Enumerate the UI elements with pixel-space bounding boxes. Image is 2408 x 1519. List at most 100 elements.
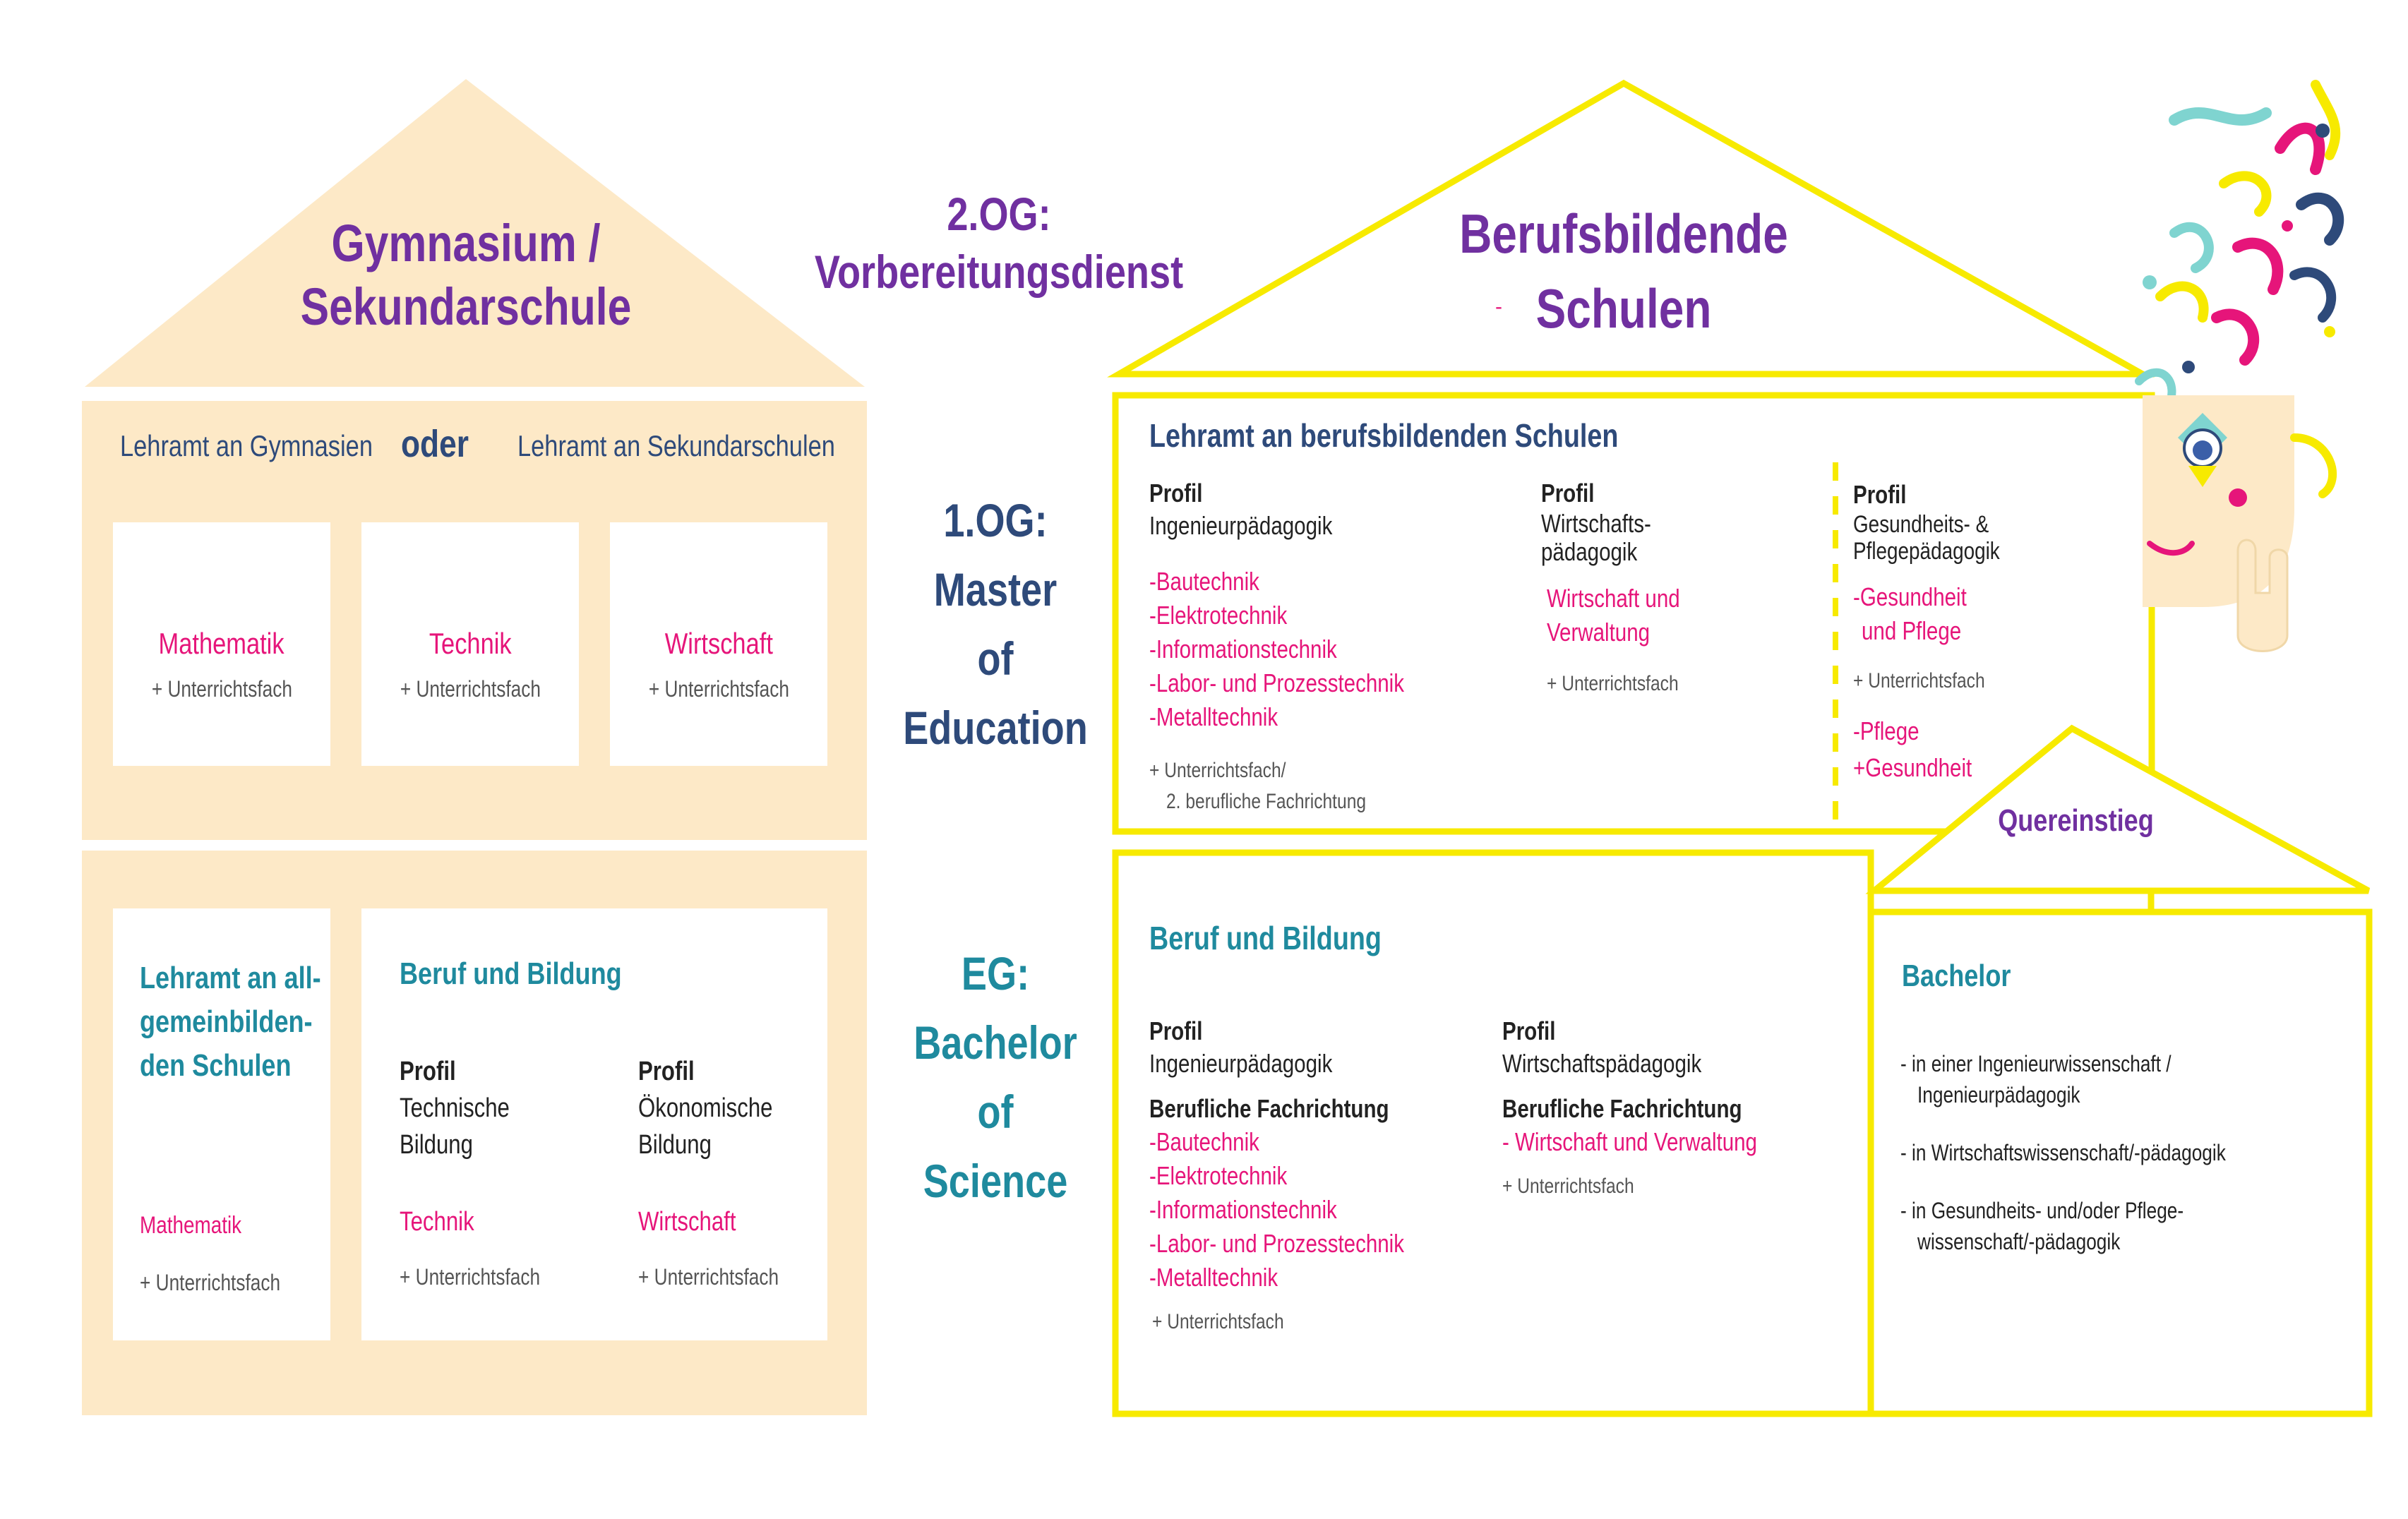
item: -Gesundheit [1853, 582, 1967, 611]
profil-label: Profil [1149, 1015, 1460, 1047]
floor-eg-name-1: Bachelor [914, 1016, 1077, 1069]
profil-text: Profil [1853, 480, 1907, 509]
plus-text: + Unterrichtsfach [151, 676, 292, 702]
item: -Elektrotechnik [1149, 601, 1288, 630]
left-upper-label-gymnasien: Lehramt an Gymnasien [120, 429, 429, 463]
profil-label: Profil [1149, 477, 1460, 510]
master-col-wirtschaft: Profil Wirtschafts- pädagogik Wirtschaft… [1541, 477, 1709, 696]
profil-label: Profil [1853, 479, 2032, 511]
profil-plus: + Unterrichtsfach/ 2. berufliche Fachric… [1149, 755, 1460, 817]
profil-items: -Bautechnik -Elektrotechnik -Information… [1149, 1125, 1460, 1295]
profil-name: Ingenieurpädagogik [1149, 510, 1460, 542]
item-line2: wissenschaft/-pädagogik [1917, 1229, 2121, 1254]
confetti-mascot-illustration [2135, 80, 2344, 652]
floor-eg-name-2: of [977, 1086, 1014, 1138]
item: -Metalltechnik [1149, 702, 1278, 731]
bachelor-col-wirtschaft: Profil Wirtschaftspädagogik Berufliche F… [1502, 1015, 1813, 1199]
profil-items: Wirtschaft und Verwaltung [1547, 582, 1709, 649]
master-col-ingenieur: Profil Ingenieurpädagogik -Bautechnik -E… [1149, 477, 1460, 817]
profil-items: - Wirtschaft und Verwaltung [1502, 1125, 1813, 1159]
quereinstieg-item-3: - in Gesundheits- und/oder Pflege- wisse… [1900, 1195, 2297, 1257]
profil-label: Profil [1502, 1015, 1813, 1047]
subject-text: Wirtschaft [638, 1207, 736, 1237]
profil-label: Profil [1541, 477, 1709, 510]
floor-eg-name-3: Science [923, 1155, 1068, 1207]
bachelor-col-ingenieur: Profil Ingenieurpädagogik Berufliche Fac… [1149, 1015, 1460, 1334]
right-house-title-line1: Berufsbildende [1459, 203, 1788, 265]
lower-card-beruf-bildung: Beruf und Bildung Profil Technische Bild… [361, 908, 827, 1340]
left-house-title-line2: Sekundarschule [300, 277, 632, 336]
title-line1: Lehramt an all- [140, 961, 321, 995]
beruf-bildung-col-oekonomisch: Profil Ökonomische Bildung Wirtschaft + … [638, 1053, 810, 1290]
title-line2: gemeinbilden- [140, 1004, 313, 1039]
left-house-title: Gymnasium / Sekundarschule [233, 212, 699, 339]
item: - Wirtschaft und Verwaltung [1502, 1127, 1757, 1156]
name-text: Ingenieurpädagogik [1149, 1049, 1333, 1078]
profil-label: Profil [638, 1053, 810, 1090]
upper-card-wirtschaft: Wirtschaft + Unterrichtsfach [610, 522, 827, 766]
bachelor-title: Beruf und Bildung [1149, 919, 1432, 957]
name-line1: Wirtschafts- [1541, 509, 1651, 538]
profil-items-2: -Pflege +Gesundheit [1853, 713, 2032, 786]
profil-label: Profil [400, 1053, 571, 1090]
item: -Labor- und Prozesstechnik [1149, 1229, 1404, 1258]
floor-og1-level: 1.OG: [943, 494, 1048, 546]
profil-plus: + Unterrichtsfach [400, 1264, 571, 1290]
profil-plus: + Unterrichtsfach [1547, 672, 1709, 696]
profil-plus: + Unterrichtsfach [1152, 1310, 1460, 1334]
upper-card-plus: + Unterrichtsfach [610, 676, 827, 702]
profil-text: Profil [400, 1057, 456, 1086]
quereinstieg-item-2: - in Wirtschaftswissenschaft/-pädagogik [1900, 1137, 2297, 1168]
plus-line2: 2. berufliche Fachrichtung [1166, 790, 1367, 813]
quereinstieg-item-1: - in einer Ingenieurwissenschaft / Ingen… [1900, 1048, 2297, 1110]
name-line2: pädagogik [1541, 537, 1638, 566]
profil-text: Profil [638, 1057, 695, 1086]
plus-text: + Unterrichtsfach [1853, 669, 1985, 692]
name-line1: Ingenieurpädagogik [1149, 511, 1333, 540]
lower-card-allgemeinbildend: Lehramt an all- gemeinbilden- den Schule… [113, 908, 330, 1340]
profil-plus: + Unterrichtsfach [1502, 1175, 1813, 1199]
profil-text: Profil [1502, 1016, 1556, 1045]
profil-name: Technische Bildung [400, 1090, 571, 1163]
name-text: Wirtschaftspädagogik [1502, 1049, 1702, 1078]
item-line1: - in Gesundheits- und/oder Pflege- [1900, 1198, 2184, 1223]
left-upper-label-sekundar: Lehramt an Sekundarschulen [517, 429, 905, 463]
beruf-bildung-title: Beruf und Bildung [400, 956, 671, 992]
upper-card-subject: Wirtschaft [610, 627, 827, 661]
master-title: Lehramt an berufsbildenden Schulen [1149, 416, 1721, 455]
plus-text: + Unterrichtsfach [400, 676, 541, 702]
item: -Bautechnik [1149, 567, 1259, 596]
plus-text: + Unterrichtsfach [140, 1270, 281, 1295]
name-line2: Bildung [400, 1130, 473, 1160]
profil-text: Profil [1541, 479, 1595, 508]
name-line2: Bildung [638, 1130, 712, 1160]
subject-text: Mathematik [140, 1212, 242, 1239]
right-house-master-floor [1112, 392, 2155, 835]
item: -Metalltechnik [1149, 1263, 1278, 1292]
left-house-title-line1: Gymnasium / [331, 214, 601, 272]
subject-text: Wirtschaft [664, 627, 773, 660]
item: +Gesundheit [1853, 753, 1972, 782]
item-line2: Ingenieurpädagogik [1917, 1082, 2080, 1107]
quereinstieg-box [1867, 908, 2373, 1417]
plus-text: + Unterrichtsfach [1152, 1310, 1284, 1333]
floor-label-og2: 2.OG: Vorbereitungsdienst [773, 185, 1225, 301]
item-line1: - in Wirtschaftswissenschaft/-pädagogik [1900, 1140, 2226, 1165]
title-text: Beruf und Bildung [400, 956, 622, 991]
plus-text: + Unterrichtsfach [1502, 1175, 1634, 1198]
floor-og1-name-1: Master [933, 563, 1058, 616]
allgemeinbildend-plus: + Unterrichtsfach [140, 1270, 311, 1296]
fach-label: Berufliche Fachrichtung [1502, 1093, 1813, 1125]
beruf-bildung-col-technisch: Profil Technische Bildung Technik + Unte… [400, 1053, 571, 1290]
bachelor-title-text: Beruf und Bildung [1149, 920, 1382, 956]
profil-plus: + Unterrichtsfach [1853, 669, 2032, 693]
profil-plus: + Unterrichtsfach [638, 1264, 810, 1290]
profil-name: Wirtschafts- pädagogik [1541, 510, 1709, 566]
fach-text: Berufliche Fachrichtung [1149, 1094, 1389, 1123]
upper-card-plus: + Unterrichtsfach [361, 676, 579, 702]
profil-subject: Technik [400, 1207, 571, 1237]
floor-label-og1: 1.OG: Master of Education [844, 486, 1147, 762]
plus-text: + Unterrichtsfach [638, 1264, 779, 1290]
plus-text: + Unterrichtsfach [400, 1264, 541, 1290]
left-upper-oder: oder [401, 422, 484, 466]
